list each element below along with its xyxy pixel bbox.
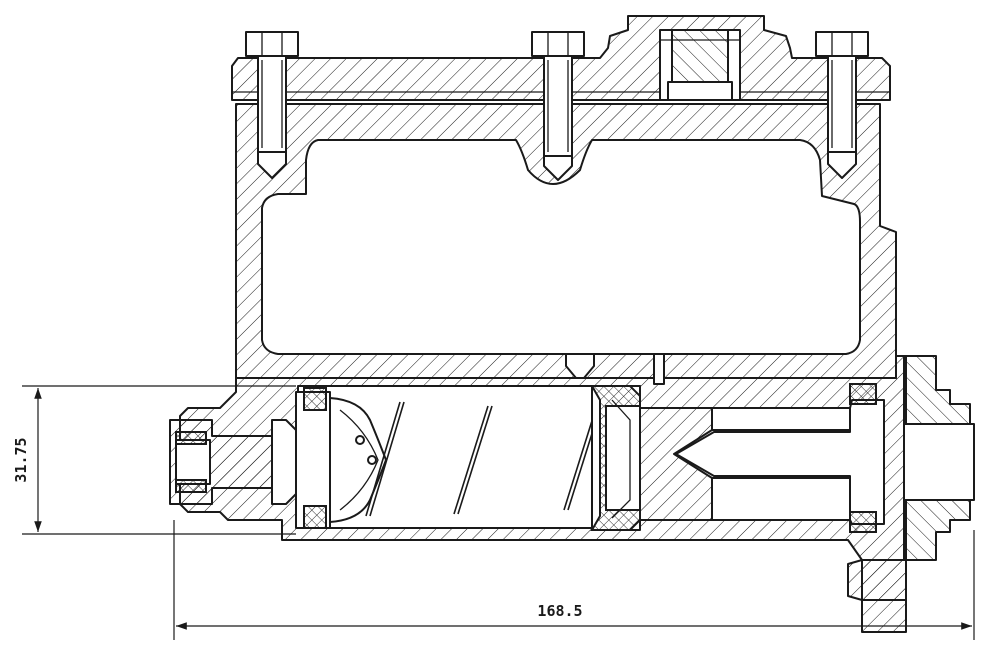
rear-bore [639,407,851,521]
primary-piston [295,387,387,529]
return-springs [365,401,625,517]
cover-bolt-right [815,31,869,179]
outlet-fitting [847,355,975,633]
overall-length-dimension: 168.5 [173,520,975,640]
front-gland [169,419,297,505]
bore-diameter-dimension: 31.75 [12,385,296,535]
compensating-port [565,353,665,385]
bore-seals [849,383,877,533]
overall-length-label: 168.5 [537,602,582,620]
cover-bolt-left [245,31,299,179]
vent-cap [659,29,741,101]
cover-bolt-center [531,31,585,181]
bore-diameter-label: 31.75 [12,437,30,482]
secondary-piston [590,385,641,531]
